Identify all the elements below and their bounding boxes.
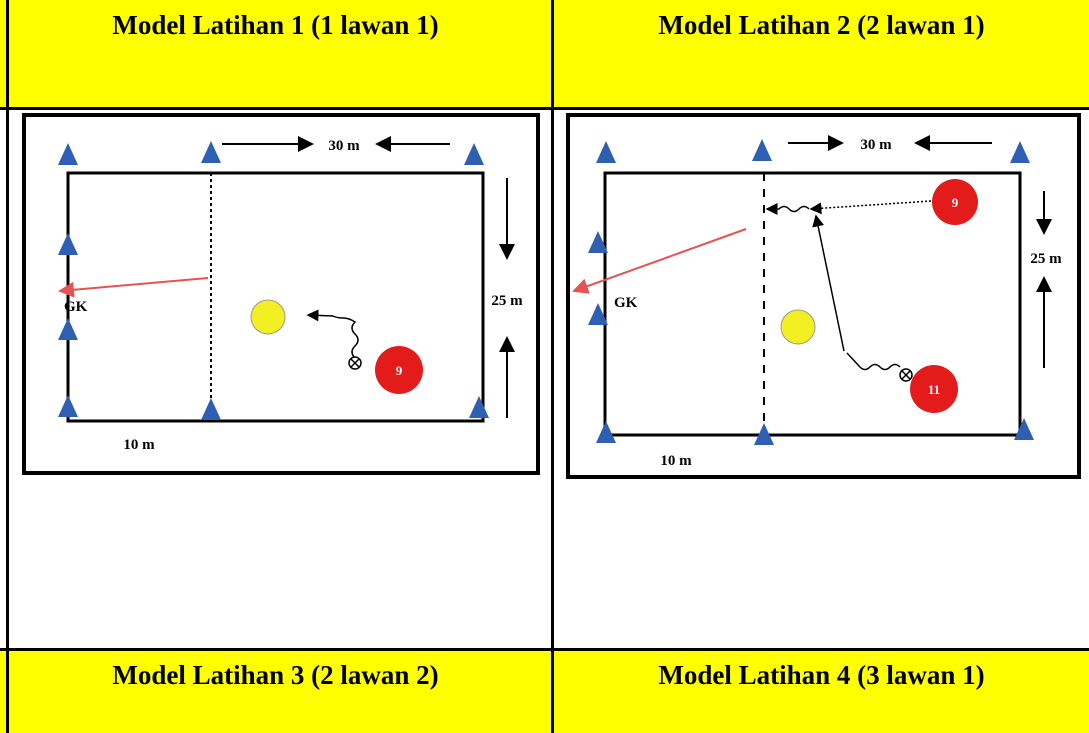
cone-icon xyxy=(469,396,489,418)
cone-icon xyxy=(588,231,608,253)
zone-width-label: 10 m xyxy=(123,437,155,453)
player-icon xyxy=(910,365,958,413)
diagram-frame xyxy=(22,113,540,475)
cone-icon xyxy=(1010,141,1030,163)
cone-icon xyxy=(58,395,78,417)
cone-icon xyxy=(201,141,221,163)
dribble-path xyxy=(306,309,359,359)
width-label: 30 m xyxy=(860,137,892,153)
table-row-divider-bottom xyxy=(0,648,1089,651)
player-number: 9 xyxy=(396,363,403,378)
zone-width-label: 10 m xyxy=(660,453,692,469)
header-model-1: Model Latihan 1 (1 lawan 1) xyxy=(0,0,551,108)
ball-icon xyxy=(250,299,286,335)
player-number: 11 xyxy=(928,382,940,397)
dribble-path xyxy=(846,352,901,371)
header-model-3: Model Latihan 3 (2 lawan 2) xyxy=(0,650,551,733)
table-row-divider-top xyxy=(0,107,1089,110)
cone-icon xyxy=(588,303,608,325)
cone-icon xyxy=(596,421,616,443)
dribble-path xyxy=(765,203,810,215)
height-label: 25 m xyxy=(1030,251,1062,267)
pass-line xyxy=(809,200,932,215)
cone-icon xyxy=(201,398,221,420)
field-boundary xyxy=(603,171,1022,437)
diagram-frame xyxy=(566,113,1081,479)
player-number: 9 xyxy=(952,195,959,210)
player-icon xyxy=(932,179,978,225)
cone-icon xyxy=(596,141,616,163)
cone-icon xyxy=(464,143,484,165)
cone-icon xyxy=(754,423,774,445)
ball-icon xyxy=(780,309,816,345)
cone-icon xyxy=(752,139,772,161)
goalkeeper-label: GK xyxy=(64,299,88,315)
cone-icon xyxy=(58,143,78,165)
diagram-model-2: 30 m 25 m 10 m GK 9 11 xyxy=(566,113,1081,479)
table-left-border xyxy=(6,0,9,733)
goalkeeper-label: GK xyxy=(614,295,638,311)
diagram-model-1: 30 m 25 m 10 m GK 9 xyxy=(22,113,540,475)
cone-icon xyxy=(58,233,78,255)
cone-icon xyxy=(58,318,78,340)
shot-arrow xyxy=(572,228,747,294)
player-icon xyxy=(375,346,423,394)
table-center-divider xyxy=(551,0,554,733)
run-line xyxy=(812,214,845,352)
shot-arrow xyxy=(58,277,209,298)
cone-icon xyxy=(1014,418,1034,440)
header-model-4: Model Latihan 4 (3 lawan 1) xyxy=(554,650,1089,733)
width-label: 30 m xyxy=(328,138,360,154)
header-model-2: Model Latihan 2 (2 lawan 1) xyxy=(554,0,1089,108)
height-label: 25 m xyxy=(491,293,523,309)
